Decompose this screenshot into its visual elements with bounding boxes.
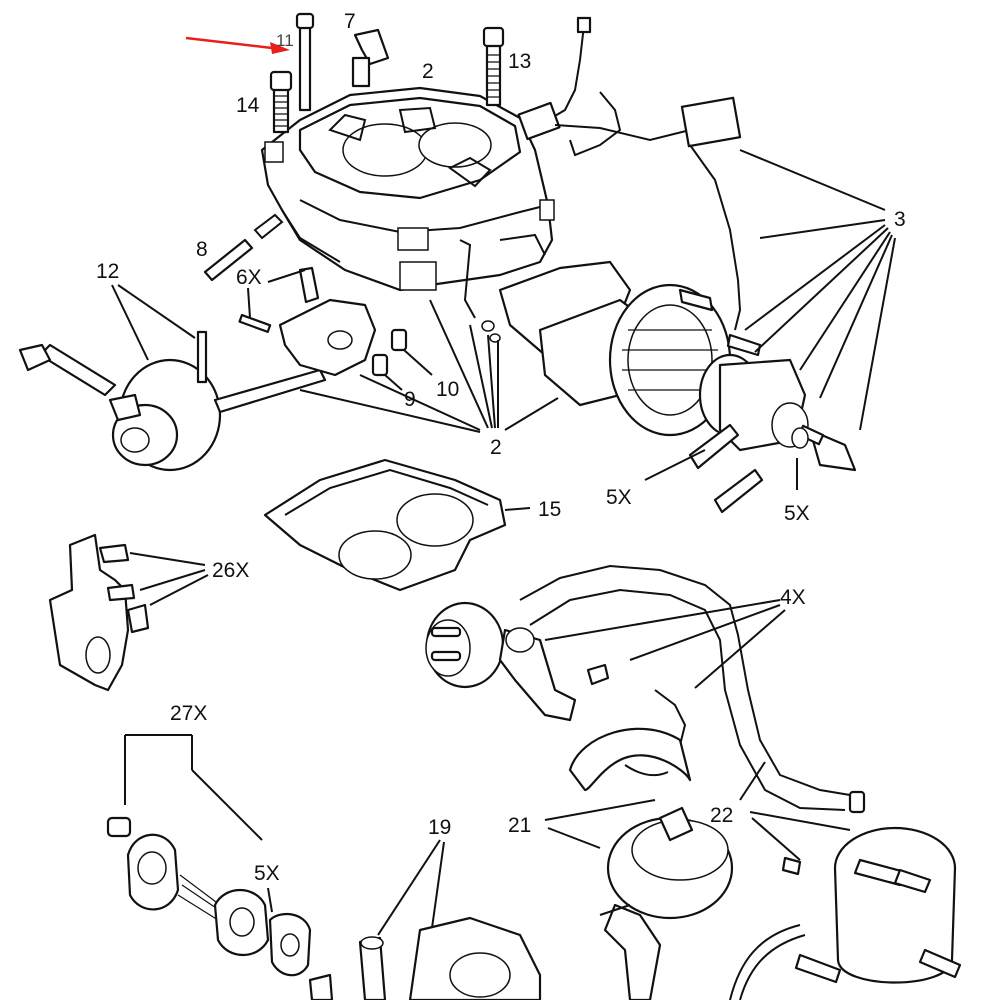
- callout-5x-c: 5X: [254, 862, 280, 885]
- throttle-lever-6x: [238, 266, 408, 377]
- callout-21: 21: [508, 814, 531, 837]
- wiring-harness: [517, 16, 742, 331]
- callout-7: 7: [344, 10, 356, 33]
- callout-9: 9: [404, 388, 416, 411]
- callout-15: 15: [538, 498, 561, 521]
- screw-13: [485, 43, 502, 107]
- callout-10: 10: [436, 378, 459, 401]
- hose-clamp: [568, 727, 692, 792]
- part-8: [203, 238, 254, 282]
- callout-22: 22: [710, 804, 733, 827]
- dashpot-diaphragm: [18, 330, 327, 472]
- callout-8: 8: [196, 238, 208, 261]
- callout-3: 3: [894, 208, 906, 231]
- callout-13: 13: [508, 50, 531, 73]
- callout-12: 12: [96, 260, 119, 283]
- callout-2-mid: 2: [490, 436, 502, 459]
- bracket-26x: [48, 533, 150, 692]
- part-7: [353, 28, 390, 66]
- thermal-valve-27x: [106, 816, 312, 977]
- part-19: [308, 916, 542, 1000]
- throttle-body-assembly: [203, 12, 555, 292]
- callout-4x: 4X: [780, 586, 806, 609]
- screw-11: [298, 23, 312, 112]
- callout-5x-b: 5X: [784, 502, 810, 525]
- callout-26x: 26X: [212, 559, 249, 582]
- callout-11: 11: [276, 31, 294, 50]
- callout-27x: 27X: [170, 702, 207, 725]
- red-pointer-arrow: [185, 36, 290, 54]
- gasket-15: [263, 458, 507, 592]
- callout-6x: 6X: [236, 266, 262, 289]
- idle-actuator-assembly: [459, 239, 857, 514]
- callout-labels: 11 7 2 13 14 3 8 12 6X 10 9 2 5X 5X 15 2…: [96, 10, 906, 885]
- canister-22: [781, 826, 962, 984]
- leader-lines: [111, 149, 896, 936]
- egr-valve-21: [599, 806, 806, 1000]
- callout-2-top: 2: [422, 60, 434, 83]
- vacuum-module-4x: [425, 564, 866, 814]
- callout-5x-a: 5X: [606, 486, 632, 509]
- callout-14: 14: [236, 94, 260, 117]
- callout-19: 19: [428, 816, 451, 839]
